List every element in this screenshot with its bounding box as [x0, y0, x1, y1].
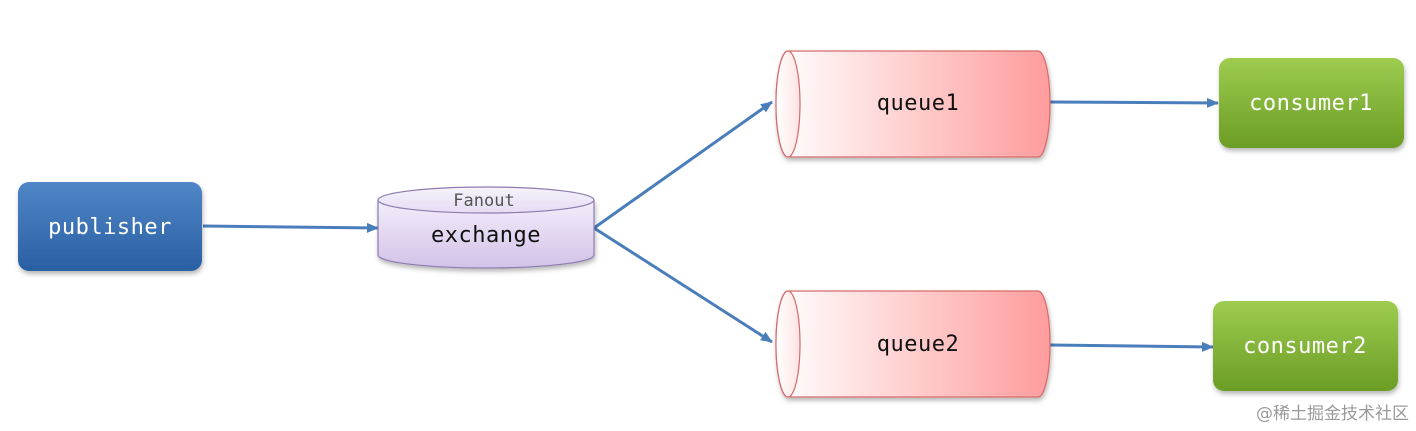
consumer1-label: consumer1	[1249, 91, 1373, 116]
arrows	[202, 97, 1219, 352]
arrow-exchange-to-queue1	[593, 100, 773, 230]
arrow-exchange-to-queue2	[593, 226, 773, 344]
queue1-node: queue1	[775, 50, 1051, 158]
consumer1-node: consumer1	[1219, 58, 1404, 148]
watermark-text: @稀土掘金技术社区	[1256, 404, 1409, 424]
publisher-label: publisher	[48, 215, 172, 240]
arrow-publisher-to-exchange	[202, 222, 379, 233]
consumer2-label: consumer2	[1243, 334, 1367, 359]
arrow-queue2-to-consumer2	[1049, 341, 1214, 352]
publisher-node: publisher	[18, 182, 202, 271]
arrow-queue1-to-consumer1	[1049, 97, 1219, 108]
exchange-node: Fanout exchange	[377, 186, 595, 269]
queue1-label: queue1	[877, 91, 959, 116]
queue2-node: queue2	[775, 290, 1051, 398]
exchange-type-label: Fanout	[453, 191, 514, 211]
consumer2-node: consumer2	[1213, 301, 1398, 391]
exchange-label: exchange	[431, 223, 541, 248]
queue2-label: queue2	[877, 332, 959, 357]
